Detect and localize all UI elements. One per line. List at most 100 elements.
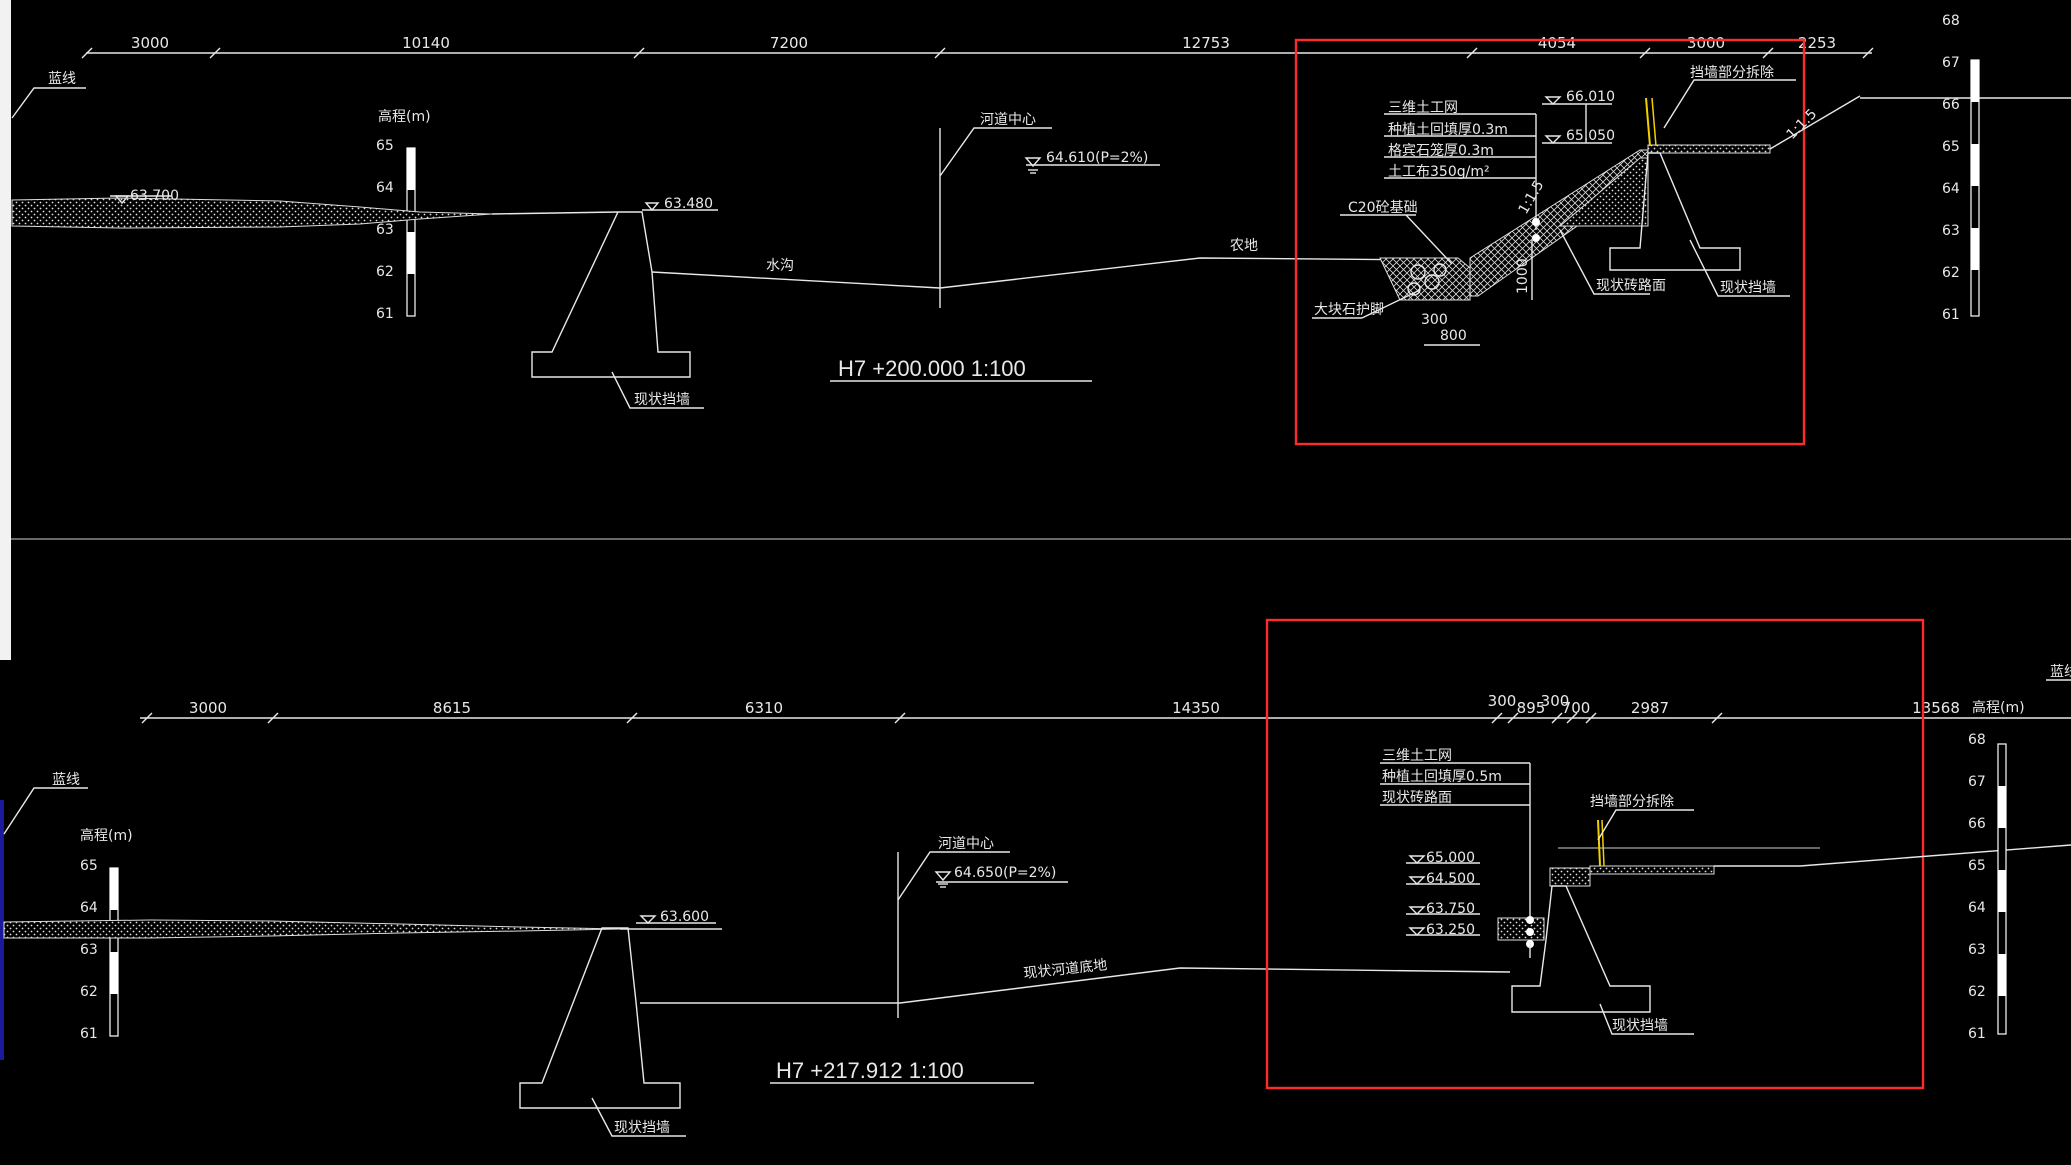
upper-slope-right-label: 1:1.5 [1784,106,1821,143]
lower-scale-right [1997,743,2007,1035]
upper-elev-65: 65.050 [1566,128,1615,144]
upper-road-surface [1647,144,1771,154]
upper-scale-right-65: 65 [1942,139,1960,155]
lower-road-surface [1589,865,1715,875]
upper-layer-1: 种植土回填厚0.3m [1388,122,1508,138]
upper-highlight-box [1294,38,1806,446]
lower-scale-right-66: 66 [1968,816,1986,832]
upper-railing [1645,97,1651,147]
lower-scale-right-64: 64 [1968,900,1986,916]
lower-layer-2: 现状砖路面 [1382,790,1452,806]
lower-dim-4: 300 [1488,692,1517,710]
upper-scale-left-61: 61 [376,306,394,322]
lower-dim-1: 8615 [433,699,471,717]
upper-dim-0: 3000 [131,34,169,52]
lower-scale-right-62: 62 [1968,984,1986,1000]
upper-slope-label: 1:1.5 [1516,178,1548,217]
lower-elev-axis-right: 高程(m) [1972,699,2025,716]
upper-retaining-wall-left [531,211,691,378]
lower-dim-5: 895 [1517,699,1546,717]
lower-scale-right-67: 67 [1968,774,1986,790]
lower-toe-block [1497,917,1545,941]
lower-retaining-wall-left [519,927,681,1109]
lower-layer-1: 种植土回填厚0.5m [1382,769,1502,785]
lower-section-title: H7 +217.912 1:100 [776,1058,964,1083]
upper-dim-6: 2253 [1798,34,1836,52]
upper-demolish-label: 挡墙部分拆除 [1690,65,1774,81]
upper-scale-left [406,147,416,317]
lower-section: 3000 8615 6310 14350 300 895 300 700 298… [3,618,2071,1137]
upper-blue-line-leader [11,87,86,119]
lower-layer-0: 三维土工网 [1382,748,1452,764]
lower-river-center-label: 河道中心 [938,836,994,852]
upper-layer-3: 土工布350g/m² [1388,164,1490,180]
upper-elev-left-bank: 63.700 [130,188,179,204]
upper-scale-right-64: 64 [1942,181,1960,197]
lower-scale-left-64: 64 [80,900,98,916]
lower-ground-right [1799,844,2071,867]
lower-dim-2: 6310 [745,699,783,717]
lower-elev-65000: 65.000 [1426,850,1475,866]
lower-blue-line-right: 蓝线 [2050,664,2071,680]
side-panel-accent [0,800,4,1060]
lower-blue-line-label: 蓝线 [52,772,80,788]
lower-retaining-wall-right [1511,885,1651,1013]
lower-scale-left-65: 65 [80,858,98,874]
upper-river-center-label: 河道中心 [980,112,1036,128]
upper-scale-right-68: 68 [1942,13,1960,29]
upper-left-bank-fill [11,197,493,229]
upper-elev-axis-label: 高程(m) [378,108,431,125]
upper-scale-left-62: 62 [376,264,394,280]
lower-demolish-label: 挡墙部分拆除 [1590,794,1674,810]
lower-elev-63750: 63.750 [1426,901,1475,917]
lower-scale-right-63: 63 [1968,942,1986,958]
upper-dim-300: 300 [1421,312,1448,328]
lower-scale-right-68: 68 [1968,732,1986,748]
upper-ground-line-a [491,211,619,215]
upper-scale-left-64: 64 [376,180,394,196]
upper-elev-66: 66.010 [1566,89,1615,105]
upper-farmland-label: 农地 [1230,238,1258,254]
upper-wall-left-label: 现状挡墙 [634,392,690,408]
upper-dim-800: 800 [1440,328,1467,344]
upper-dim-1: 10140 [402,34,450,52]
lower-dim-6: 300 [1541,692,1570,710]
upper-scale-right-61: 61 [1942,307,1960,323]
upper-dim-4: 4054 [1538,34,1576,52]
side-panel-strip [0,0,11,660]
lower-blue-line-leader [3,787,88,835]
upper-dim-2: 7200 [770,34,808,52]
upper-blue-line-label: 蓝线 [48,71,76,87]
lower-elev-64500: 64.500 [1426,871,1475,887]
upper-scale-right-62: 62 [1942,265,1960,281]
upper-retaining-wall-right [1609,152,1741,271]
upper-scale-right-63: 63 [1942,223,1960,239]
upper-water-label: 水沟 [766,258,794,274]
lower-elev-wall-top: 63.600 [660,909,709,925]
upper-layer-0: 三维土工网 [1388,100,1458,116]
lower-dim-9: 13568 [1912,699,1960,717]
lower-water-level: 64.650(P=2%) [954,865,1056,881]
upper-scale-right [1970,59,1980,317]
upper-scale-right-67: 67 [1942,55,1960,71]
upper-section-title: H7 +200.000 1:100 [838,356,1026,381]
upper-section: 3000 10140 7200 12753 4054 3000 2253 蓝线 … [11,13,2071,446]
lower-highlight-box [1265,618,1925,1090]
lower-fill-block [1549,867,1591,887]
lower-dim-3: 14350 [1172,699,1220,717]
upper-riprap-label: 大块石护脚 [1314,302,1384,318]
lower-dim-0: 3000 [189,699,227,717]
lower-left-bank-fill [3,919,621,939]
lower-wall-left-label: 现状挡墙 [614,1120,670,1136]
lower-scale-left-61: 61 [80,1026,98,1042]
upper-dim-3: 12753 [1182,34,1230,52]
upper-dim-1000: 1000 [1515,258,1531,294]
upper-existing-wall-label: 现状挡墙 [1720,280,1776,296]
lower-elev-axis-label: 高程(m) [80,827,133,844]
lower-dim-7: 700 [1562,699,1591,717]
lower-wall-right-label: 现状挡墙 [1612,1018,1668,1034]
lower-scale-right-61: 61 [1968,1026,1986,1042]
lower-scale-left-63: 63 [80,942,98,958]
upper-water-level: 64.610(P=2%) [1046,150,1148,166]
